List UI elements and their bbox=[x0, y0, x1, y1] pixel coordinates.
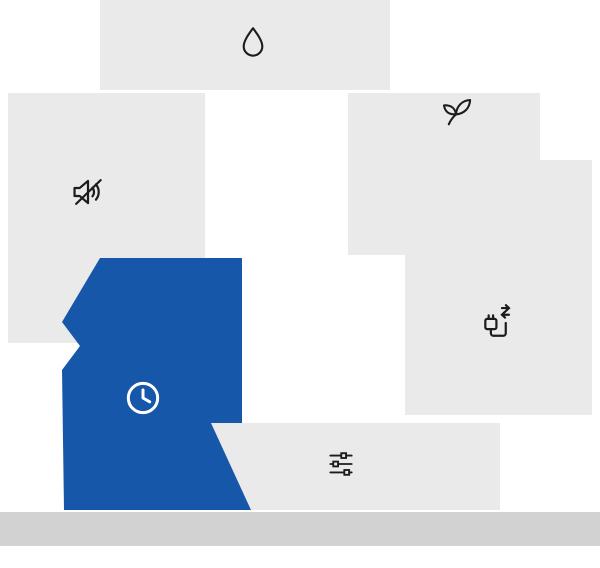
tile-power-source[interactable] bbox=[405, 160, 592, 415]
tile-timer[interactable] bbox=[60, 258, 255, 510]
speaker-muted-icon bbox=[69, 173, 107, 211]
bottom-bar bbox=[0, 512, 600, 546]
sliders-icon bbox=[325, 448, 357, 480]
water-drop-icon bbox=[235, 24, 271, 60]
timer-tile-shape bbox=[62, 258, 251, 510]
tile-water[interactable] bbox=[100, 0, 390, 90]
plug-swap-icon bbox=[479, 303, 517, 341]
leaf-icon bbox=[438, 94, 474, 130]
clock-icon bbox=[123, 378, 163, 418]
tile-settings[interactable] bbox=[210, 423, 500, 510]
